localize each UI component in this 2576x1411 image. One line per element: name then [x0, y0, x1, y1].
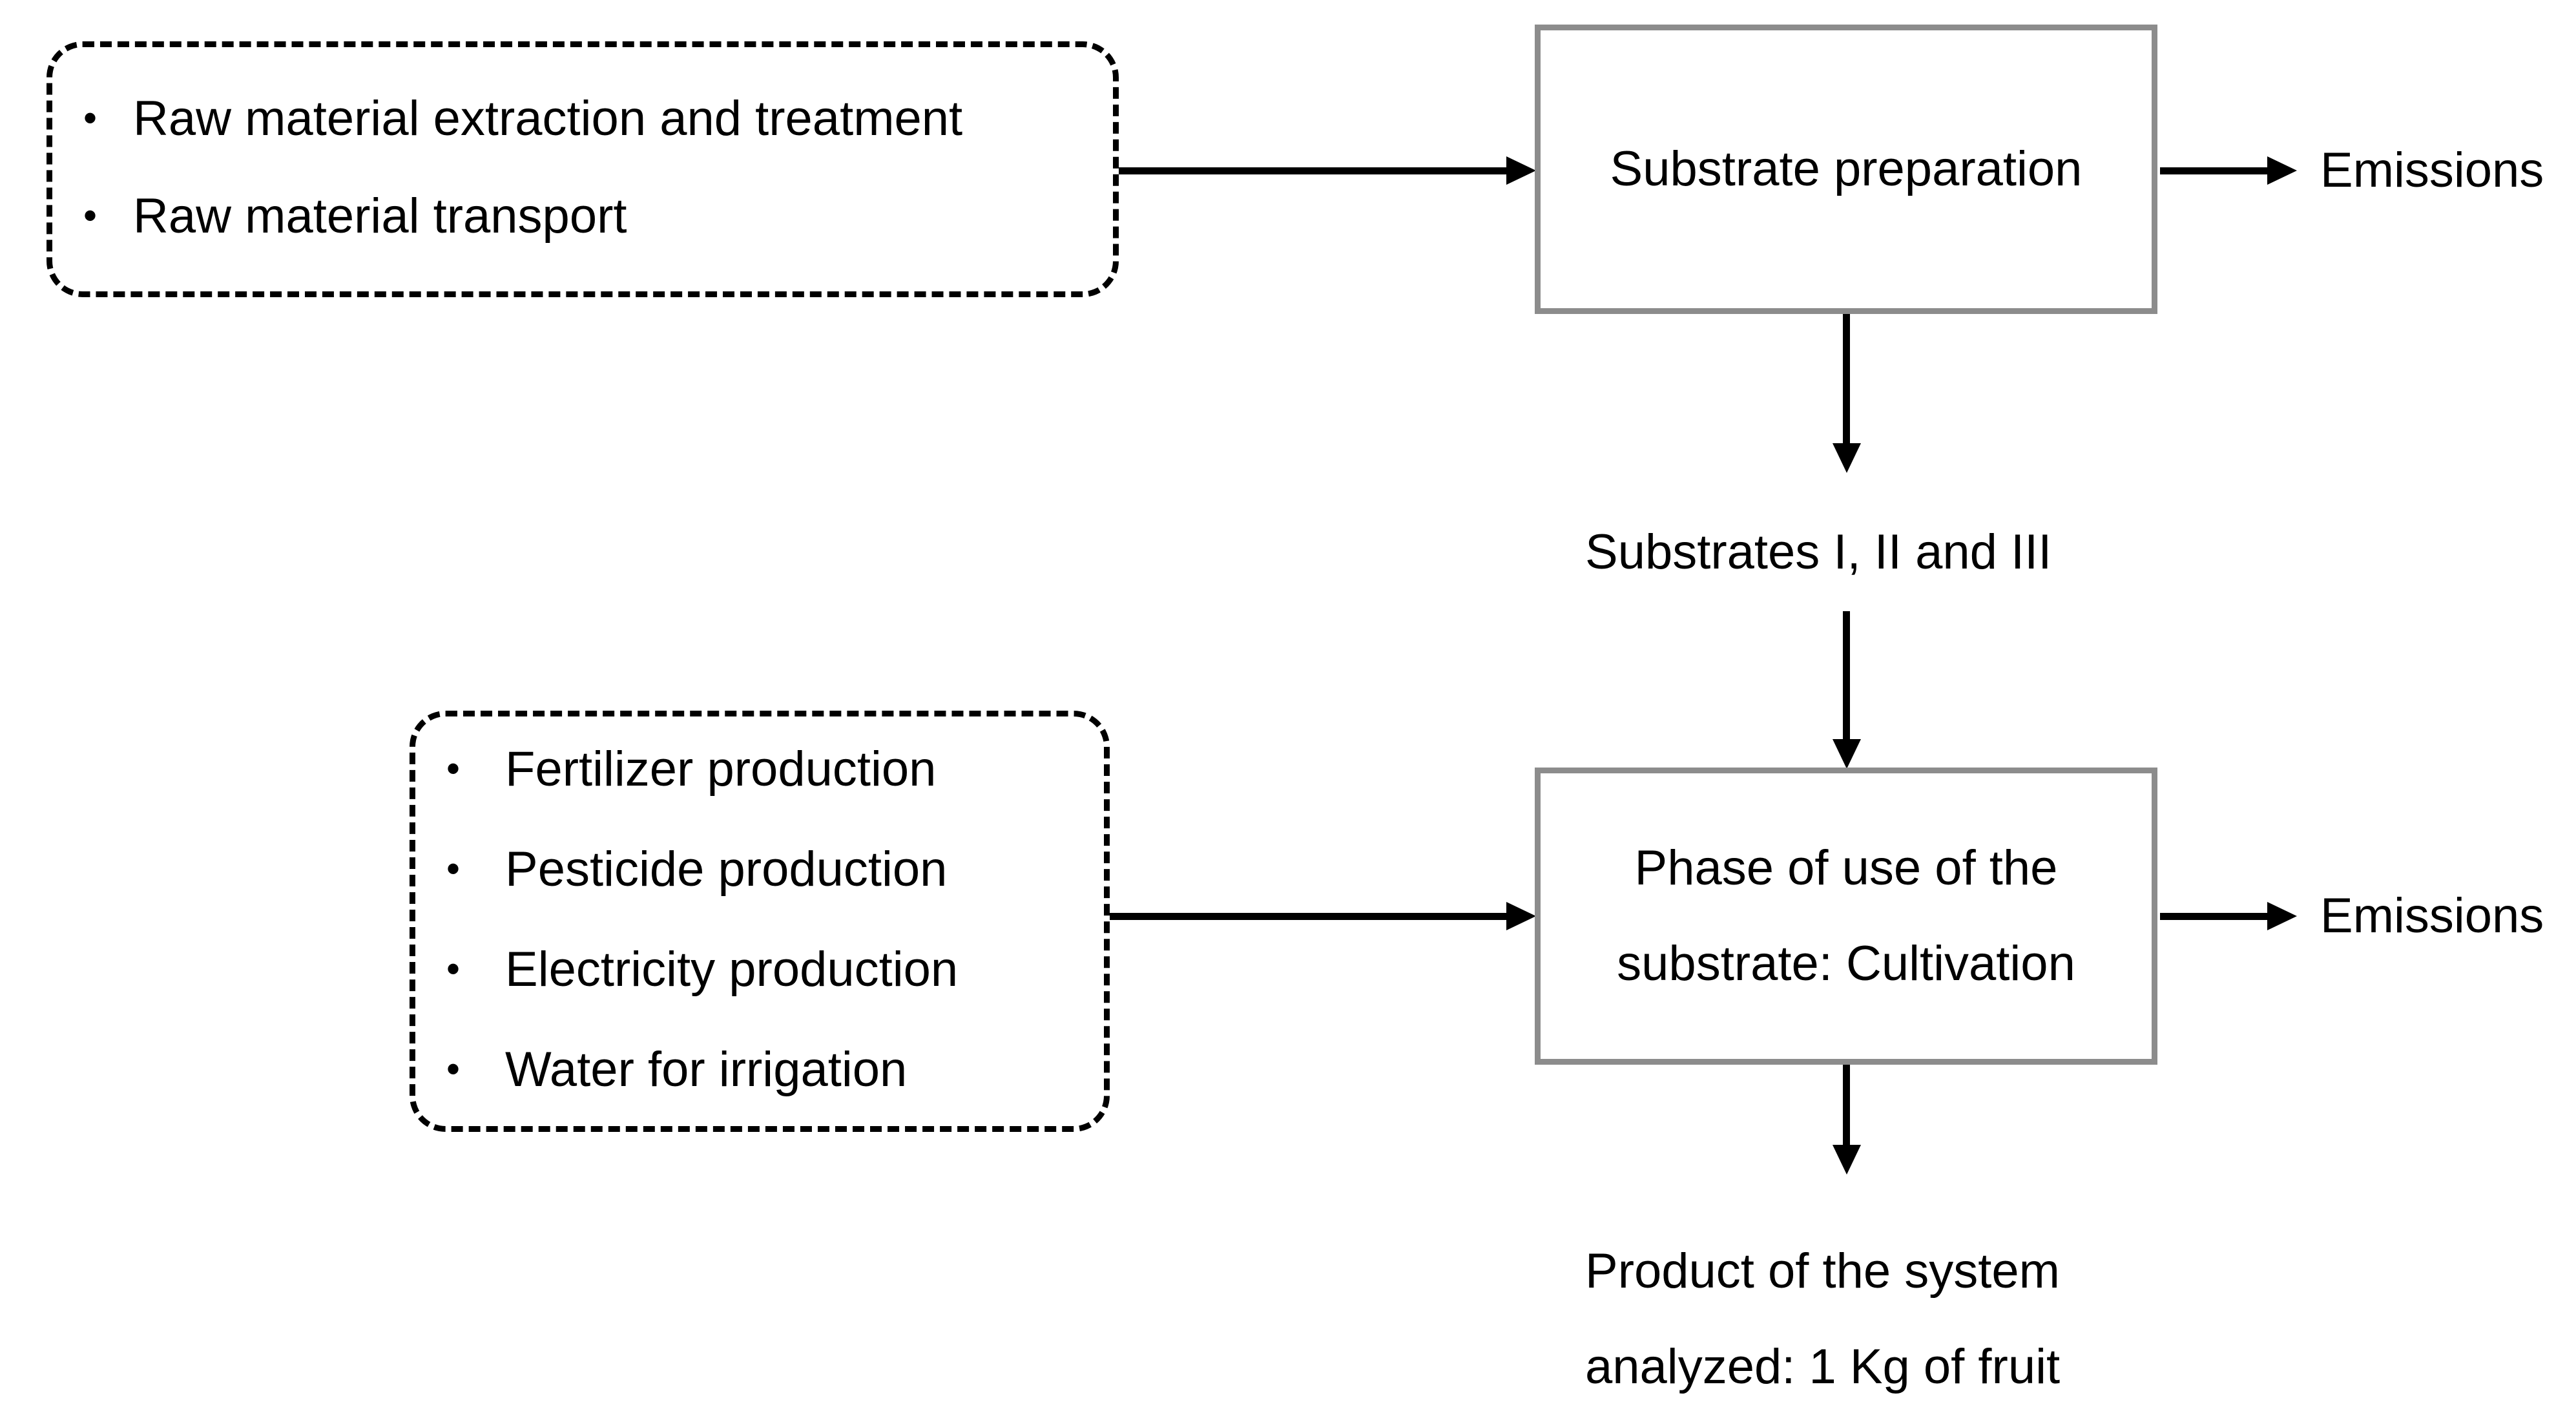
product-label: Product of the system analyzed: 1 Kg of … [1585, 1224, 2060, 1411]
arrow-head-icon [1506, 156, 1536, 185]
product-label-line2: analyzed: 1 Kg of fruit [1585, 1339, 2061, 1394]
substrate-preparation-label: Substrate preparation [1610, 141, 2083, 196]
substrate-preparation-box: Substrate preparation [1535, 25, 2157, 314]
cultivation-input-label: Electricity production [505, 942, 959, 997]
list-item: • Electricity production [446, 941, 1104, 1002]
arrow-head-icon [1833, 1145, 1861, 1175]
substrates-label: Substrates I, II and III [1585, 525, 2052, 580]
bullet-icon: • [446, 947, 461, 990]
arrow-shaft [1843, 611, 1850, 742]
cultivation-input-label: Fertilizer production [505, 742, 937, 797]
arrow-shaft [1110, 913, 1509, 920]
arrow-shaft [2160, 913, 2271, 920]
emissions-top-label: Emissions [2320, 143, 2544, 198]
bullet-icon: • [83, 194, 98, 237]
bullet-icon: • [446, 847, 461, 890]
bullet-icon: • [446, 1047, 461, 1091]
raw-material-inputs-box: • Raw material extraction and treatment … [47, 41, 1119, 297]
arrow-head-icon [1833, 739, 1861, 769]
arrow-shaft [1119, 167, 1509, 174]
phase-of-use-label-line2: substrate: Cultivation [1617, 936, 2075, 991]
arrow-head-icon [2267, 902, 2297, 930]
arrow-head-icon [2267, 156, 2297, 185]
arrow-shaft [2160, 167, 2271, 174]
list-item: • Water for irrigation [446, 1041, 1104, 1102]
raw-material-item-label: Raw material extraction and treatment [133, 91, 963, 146]
raw-material-item-label: Raw material transport [133, 189, 627, 244]
cultivation-input-label: Pesticide production [505, 842, 948, 897]
bullet-icon: • [446, 747, 461, 790]
list-item: • Pesticide production [446, 841, 1104, 902]
list-item: • Fertilizer production [446, 740, 1104, 802]
product-label-line1: Product of the system [1585, 1244, 2060, 1299]
phase-of-use-label-line1: Phase of use of the [1634, 841, 2058, 895]
arrow-shaft [1843, 314, 1850, 446]
emissions-bottom-label: Emissions [2320, 888, 2544, 943]
arrow-head-icon [1506, 902, 1536, 930]
cultivation-input-label: Water for irrigation [505, 1042, 908, 1097]
list-item: • Raw material extraction and treatment [83, 90, 1113, 151]
phase-of-use-box: Phase of use of the substrate: Cultivati… [1535, 768, 2157, 1065]
arrow-shaft [1843, 1065, 1850, 1147]
arrow-head-icon [1833, 443, 1861, 473]
bullet-icon: • [83, 96, 98, 140]
cultivation-inputs-box: • Fertilizer production • Pesticide prod… [410, 711, 1110, 1132]
list-item: • Raw material transport [83, 187, 1113, 249]
